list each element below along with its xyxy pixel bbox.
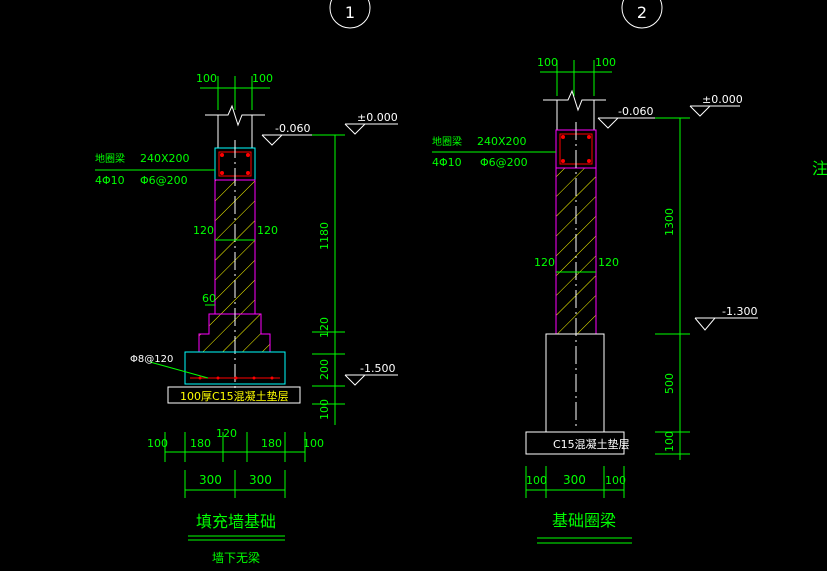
- left-wall-width-right: 100: [252, 72, 273, 85]
- left-bdim-300b: 300: [249, 473, 272, 487]
- right-level-minus-1300: -1.300: [694, 305, 758, 331]
- left-level-zero-label: ±0.000: [357, 111, 398, 124]
- left-detail: 100 100 -0.060 ±0.000 地圈梁: [95, 72, 398, 565]
- left-vdim-200: 200: [318, 359, 331, 380]
- left-wall-half-dims: 120 120: [193, 224, 278, 241]
- left-bdim-180b: 180: [261, 437, 282, 450]
- left-title: 填充墙基础: [196, 512, 276, 531]
- right-break-line: [543, 89, 606, 130]
- left-beam-rebars: [220, 153, 250, 175]
- left-footing: [184, 351, 286, 385]
- left-level-minus-0060: -0.060: [261, 122, 318, 146]
- right-bdim-100a: 100: [526, 474, 547, 487]
- left-subtitle: 墙下无梁: [212, 550, 260, 565]
- left-break-line: [205, 104, 265, 148]
- right-cushion: [525, 431, 625, 455]
- left-vdim-100: 100: [318, 399, 331, 420]
- left-level-zero: ±0.000: [344, 111, 398, 135]
- left-beam-main-rebar: 4Φ10: [95, 174, 125, 187]
- left-wall-half-right: 120: [257, 224, 278, 237]
- left-vdim-120: 120: [318, 317, 331, 338]
- right-footing: [545, 333, 605, 433]
- side-note: 注: [812, 159, 827, 178]
- right-vdim-100: 100: [663, 431, 676, 452]
- left-bdim-120: 120: [216, 427, 237, 440]
- right-wall-half-right: 120: [598, 256, 619, 269]
- left-step-dim: 60: [202, 292, 216, 306]
- right-beam-stirrup-label: Φ6@200: [480, 156, 528, 169]
- right-vdim-1300: 1300: [663, 208, 676, 236]
- left-beam-callout: 地圈梁 240X200 4Φ10 Φ6@200: [95, 152, 215, 187]
- right-top-dimension: 100 100: [537, 56, 616, 96]
- right-wall-half-left: 120: [534, 256, 555, 269]
- left-bdim-300a: 300: [199, 473, 222, 487]
- left-vertical-dims: 1180 120 200 100: [312, 134, 345, 425]
- right-vertical-dims: 1300 500 100: [655, 117, 690, 460]
- left-bdim-100a: 100: [147, 437, 168, 450]
- right-wall-width-left: 100: [537, 56, 558, 69]
- left-wall-width-left: 100: [196, 72, 217, 85]
- detail-bubble-2: 2: [621, 0, 663, 29]
- right-level-bottom: -1.300: [722, 305, 757, 318]
- left-footing-rebar: Φ8@120: [130, 354, 280, 380]
- right-wall-half-dims: 120 120: [534, 256, 619, 273]
- bubble-2-label: 2: [637, 3, 647, 22]
- right-beam-size: 240X200: [477, 135, 527, 148]
- left-wall-half-left: 120: [193, 224, 214, 237]
- left-bdim-180a: 180: [190, 437, 211, 450]
- left-vdim-1180: 1180: [318, 222, 331, 250]
- left-cushion: [167, 386, 301, 404]
- right-level-zero: ±0.000: [689, 93, 743, 117]
- right-beam-rebars: [561, 135, 591, 163]
- left-cushion-label: 100厚C15混凝土垫层: [180, 389, 289, 403]
- right-detail: 100 100 -0.060 ±0.000 地圈梁 240X200: [432, 56, 758, 544]
- right-bdim-100b: 100: [605, 474, 626, 487]
- left-top-dimension: 100 100: [196, 72, 273, 110]
- left-level-bottom: -1.500: [360, 362, 395, 375]
- left-level-minus-1500: -1.500: [344, 362, 398, 386]
- left-bottom-dims: 100 180 120 180 100 300 300: [147, 427, 324, 498]
- left-beam-size: 240X200: [140, 152, 190, 165]
- bubble-1-label: 1: [345, 3, 355, 22]
- left-footing-rebar-label: Φ8@120: [130, 354, 173, 365]
- left-beam-stirrup-label: Φ6@200: [140, 174, 188, 187]
- right-vdim-500: 500: [663, 373, 676, 394]
- right-title: 基础圈梁: [552, 511, 616, 530]
- right-level-minus-0060: -0.060: [597, 105, 655, 129]
- detail-bubble-1: 1: [329, 0, 371, 29]
- right-level-top: -0.060: [618, 105, 653, 118]
- right-beam-main-rebar: 4Φ10: [432, 156, 462, 169]
- left-beam-name: 地圈梁: [95, 152, 125, 165]
- right-bottom-dims: 100 300 100: [525, 466, 626, 498]
- left-step-offset: 60: [202, 292, 216, 305]
- right-beam-name: 地圈梁: [432, 135, 462, 148]
- right-beam-callout: 地圈梁 240X200 4Φ10 Φ6@200: [432, 135, 556, 169]
- right-level-zero-label: ±0.000: [702, 93, 743, 106]
- right-bdim-300: 300: [563, 473, 586, 487]
- right-cushion-label: C15混凝土垫层: [553, 437, 630, 451]
- left-bdim-100b: 100: [303, 437, 324, 450]
- right-wall-width-right: 100: [595, 56, 616, 69]
- left-level-top: -0.060: [275, 122, 310, 135]
